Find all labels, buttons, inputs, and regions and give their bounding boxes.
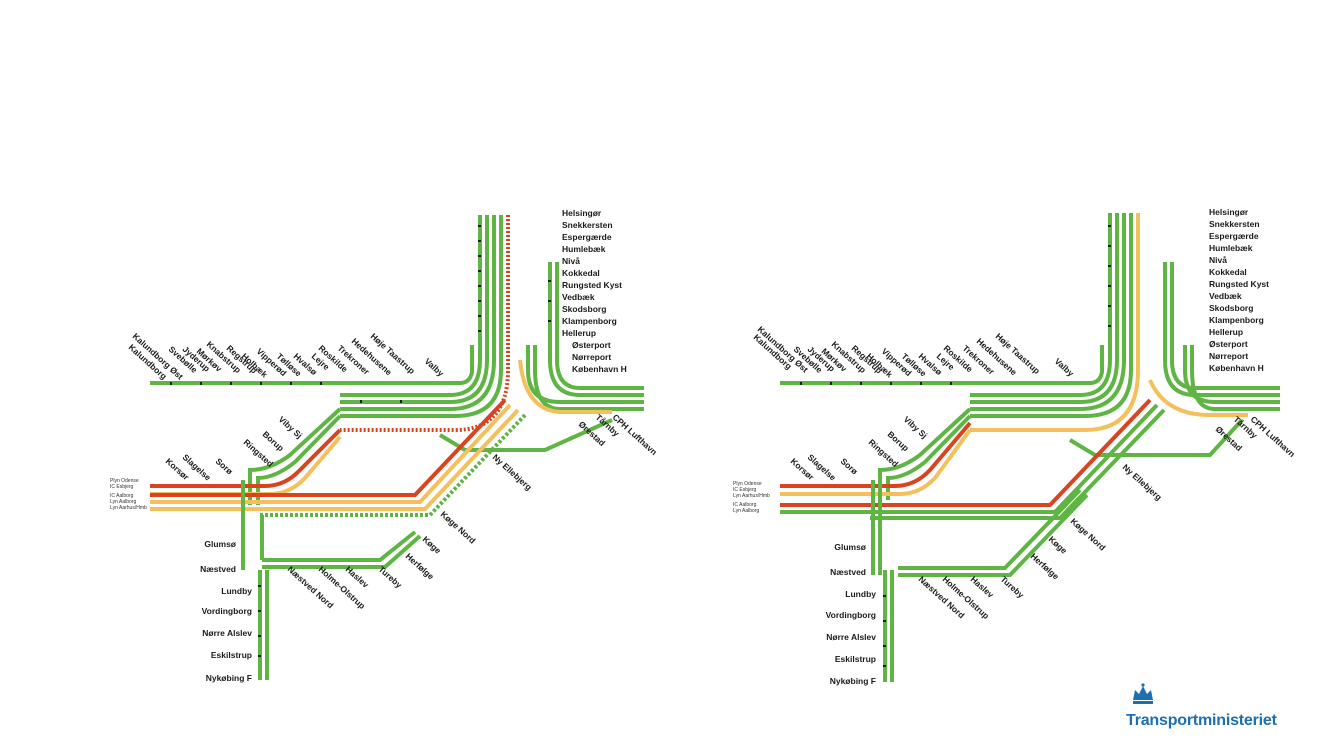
station-label: Østerport <box>572 340 611 350</box>
station-label: Skodsborg <box>562 304 606 314</box>
station-label: Humlebæk <box>1209 243 1253 253</box>
west-station-labels: Kalundborg Kalundborg Øst Svebølle Jyder… <box>752 324 1076 379</box>
station-label: København H <box>572 364 627 374</box>
station-label: Kokkedal <box>1209 267 1247 277</box>
station-label: Espergærde <box>1209 231 1259 241</box>
station-label: Nørreport <box>1209 351 1248 361</box>
station-label: Køge Nord <box>1069 516 1108 553</box>
station-label: Vedbæk <box>562 292 595 302</box>
station-label: Klampenborg <box>562 316 617 326</box>
station-label: Borup <box>886 429 911 453</box>
station-label: Snekkersten <box>562 220 613 230</box>
station-label: Viby Sj <box>902 414 930 440</box>
station-label: Hellerup <box>562 328 596 338</box>
station-label: Vordingborg <box>826 610 876 620</box>
station-label: Vordingborg <box>202 606 252 616</box>
crown-icon <box>1133 683 1153 704</box>
station-label: Borup <box>261 429 286 453</box>
legend-label: IC Aalborg <box>733 502 757 508</box>
station-label: Eskilstrup <box>835 654 876 664</box>
station-label: Lundby <box>845 589 876 599</box>
station-label: Viby Sj <box>277 414 305 440</box>
line-legend: Plyn Odense IC Esbjerg Lyn Aarhus/Hmb IC… <box>733 481 770 514</box>
station-label: Glumsø <box>204 539 236 549</box>
station-label: Køge <box>1047 534 1070 556</box>
rail-map-left: Helsingør Snekkersten Espergærde Humlebæ… <box>0 0 666 750</box>
station-label: Sorø <box>214 456 236 477</box>
station-label: Næstved <box>200 564 236 574</box>
line-legend: Plyn Odense IC Esbjerg IC Aalborg Lyn Aa… <box>110 478 147 511</box>
north-station-labels: Helsingør Snekkersten Espergærde Humlebæ… <box>1209 207 1269 373</box>
station-label: Herfølge <box>1029 551 1062 582</box>
legend-label: Lyn Aarhus/Hmb <box>733 493 770 499</box>
station-label: København H <box>1209 363 1264 373</box>
station-label: Næstved <box>830 567 866 577</box>
station-label: Snekkersten <box>1209 219 1260 229</box>
station-label: Østerport <box>1209 339 1248 349</box>
station-label: Sorø <box>839 456 861 477</box>
station-label: Køge <box>421 534 444 556</box>
station-label: Glumsø <box>834 542 866 552</box>
north-station-labels: Helsingør Snekkersten Espergærde Humlebæ… <box>562 208 627 374</box>
station-label: Espergærde <box>562 232 612 242</box>
transportministeriet-logo: Transportministeriet <box>1126 682 1301 730</box>
station-label: Ny Ellebjerg <box>1121 462 1164 502</box>
station-label: Helsingør <box>562 208 602 218</box>
station-label: Vedbæk <box>1209 291 1242 301</box>
legend-label: Lyn Aarhus/Hmb <box>110 505 147 511</box>
legend-label: Lyn Aalborg <box>110 499 136 505</box>
station-label: Herfølge <box>404 551 437 582</box>
station-label: Tureby <box>999 574 1026 600</box>
legend-label: IC Esbjerg <box>733 487 757 493</box>
west-station-labels: Kalundborg Kalundborg Øst Svebølle Jyder… <box>127 331 446 382</box>
south-station-labels: Glumsø Næstved Lundby Vordingborg Nørre … <box>200 539 252 683</box>
station-label: Rungsted Kyst <box>1209 279 1269 289</box>
station-label: Nykøbing F <box>830 676 876 686</box>
south-station-labels: Glumsø Næstved Lundby Vordingborg Nørre … <box>826 542 877 686</box>
track-lines <box>780 213 1280 682</box>
station-label: Nørreport <box>572 352 611 362</box>
station-label: Kokkedal <box>562 268 600 278</box>
legend-label: Plyn Odense <box>733 481 762 487</box>
station-label: Lundby <box>221 586 252 596</box>
station-label: Valby <box>423 356 446 378</box>
station-label: Hellerup <box>1209 327 1243 337</box>
station-label: Nørre Alslev <box>826 632 876 642</box>
legend-label: IC Aalborg <box>110 493 134 499</box>
rail-map-right: Helsingør Snekkersten Espergærde Humlebæ… <box>630 0 1296 750</box>
station-label: Nørre Alslev <box>202 628 252 638</box>
station-label: Eskilstrup <box>211 650 252 660</box>
station-label: Nykøbing F <box>206 673 252 683</box>
station-label: Nivå <box>562 256 580 266</box>
legend-label: IC Esbjerg <box>110 484 134 490</box>
logo-text: Transportministeriet <box>1126 712 1277 729</box>
station-label: Valby <box>1053 356 1076 378</box>
legend-label: Lyn Aalborg <box>733 508 759 514</box>
station-label: Skodsborg <box>1209 303 1253 313</box>
station-label: Ny Ellebjerg <box>491 452 534 492</box>
station-label: Nivå <box>1209 255 1227 265</box>
legend-label: Plyn Odense <box>110 478 139 484</box>
station-label: Helsingør <box>1209 207 1249 217</box>
track-lines <box>150 215 644 680</box>
station-label: Rungsted Kyst <box>562 280 622 290</box>
station-label: Klampenborg <box>1209 315 1264 325</box>
station-label: Humlebæk <box>562 244 606 254</box>
station-label: Køge Nord <box>439 509 478 546</box>
station-label: Tureby <box>377 564 404 590</box>
